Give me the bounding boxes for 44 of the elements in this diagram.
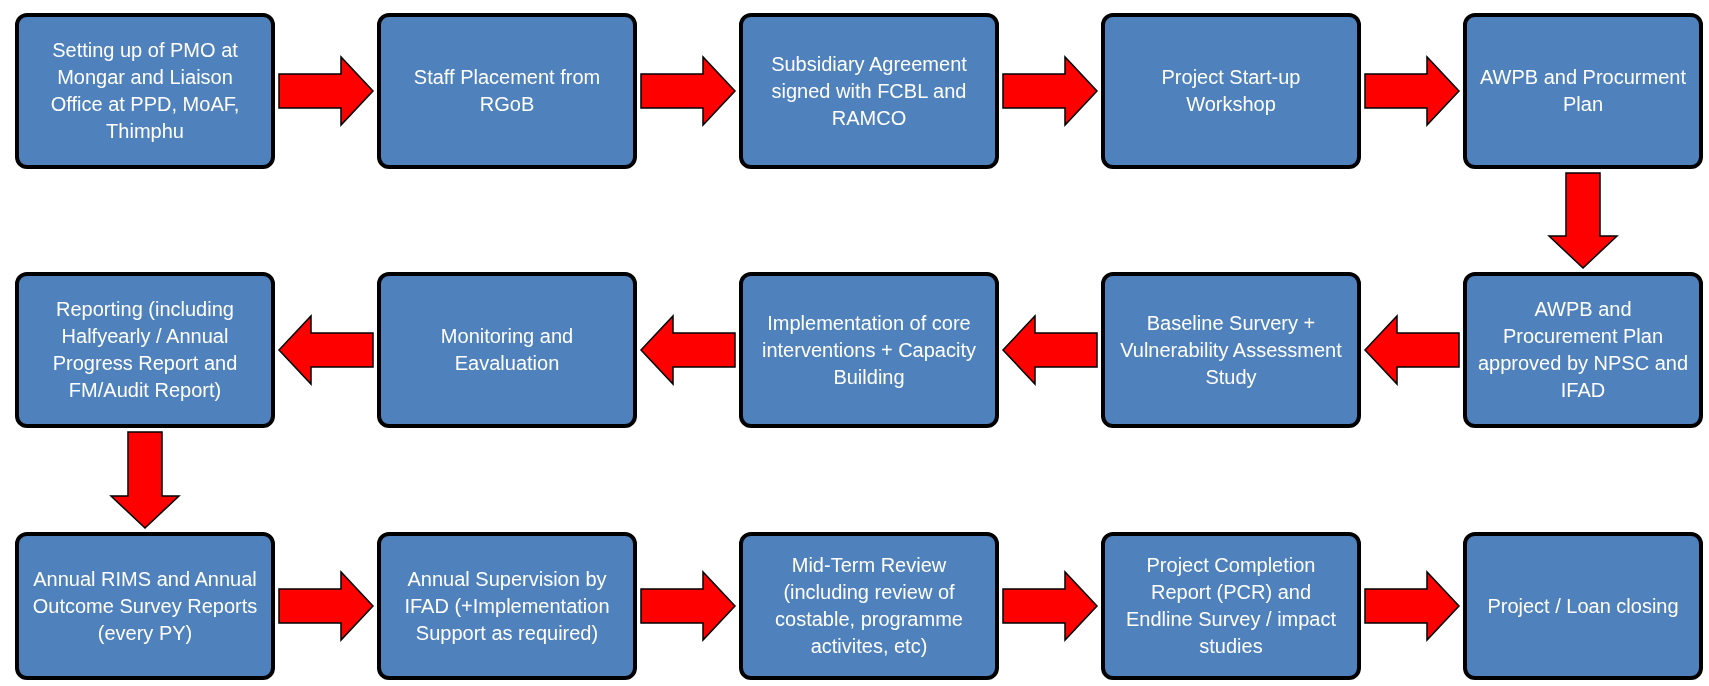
block-arrow xyxy=(1002,570,1099,642)
box-text: AWPB and Procurement Plan approved by NPSC and IFAD xyxy=(1477,297,1689,403)
box-text: Project / Loan closing xyxy=(1487,593,1679,619)
box-text: Project Start-up Workshop xyxy=(1160,65,1302,117)
box-text: Mid-Term Review (including review of costable, programme activites, etc) xyxy=(774,553,964,659)
block-arrow xyxy=(109,431,181,530)
box-text: Reporting (including Halfyearly / Annual Progress Report and FM/Audit Report) xyxy=(51,297,239,403)
block-arrow xyxy=(278,570,375,642)
process-box xyxy=(1463,272,1703,428)
box-text: Implementation of core interventions + Capacity Building xyxy=(761,310,977,390)
process-box xyxy=(739,272,999,428)
block-arrow xyxy=(1363,314,1460,386)
block-arrow xyxy=(1364,55,1461,127)
process-box xyxy=(1463,13,1703,169)
process-box xyxy=(15,532,275,680)
box-text: Monitoring and Eavaluation xyxy=(439,324,575,376)
box-text: Annual Supervision by IFAD (+Implementation Support as required) xyxy=(403,566,611,646)
process-box xyxy=(377,13,637,169)
process-box xyxy=(1101,13,1361,169)
process-box xyxy=(1463,532,1703,680)
block-arrow xyxy=(278,55,375,127)
box-text: Setting up of PMO at Mongar and Liaison Office at PPD, MoAF, Thimphu xyxy=(49,38,241,144)
block-arrow xyxy=(639,314,736,386)
box-text: Subsidiary Agreement signed with FCBL and RAMCO xyxy=(770,51,968,131)
process-box xyxy=(1101,532,1361,680)
process-box xyxy=(739,532,999,680)
box-text: Annual RIMS and Annual Outcome Survey Reports (every PY) xyxy=(31,566,259,646)
process-box xyxy=(1101,272,1361,428)
process-box xyxy=(377,272,637,428)
block-arrow xyxy=(277,314,374,386)
box-text: Project Completion Report (PCR) and Endline Survey / impact studies xyxy=(1124,553,1338,659)
box-text: Staff Placement from RGoB xyxy=(412,65,602,117)
process-box xyxy=(15,13,275,169)
block-arrow xyxy=(1364,570,1461,642)
block-arrow xyxy=(640,570,737,642)
box-text: AWPB and Procurment Plan xyxy=(1479,65,1687,117)
block-arrow xyxy=(1547,172,1619,270)
block-arrow xyxy=(640,55,737,127)
block-arrow xyxy=(1001,314,1098,386)
block-arrow xyxy=(1002,55,1099,127)
box-text: Baseline Survery + Vulnerability Assessment Study xyxy=(1119,310,1343,390)
process-box xyxy=(377,532,637,680)
process-box xyxy=(15,272,275,428)
process-box xyxy=(739,13,999,169)
